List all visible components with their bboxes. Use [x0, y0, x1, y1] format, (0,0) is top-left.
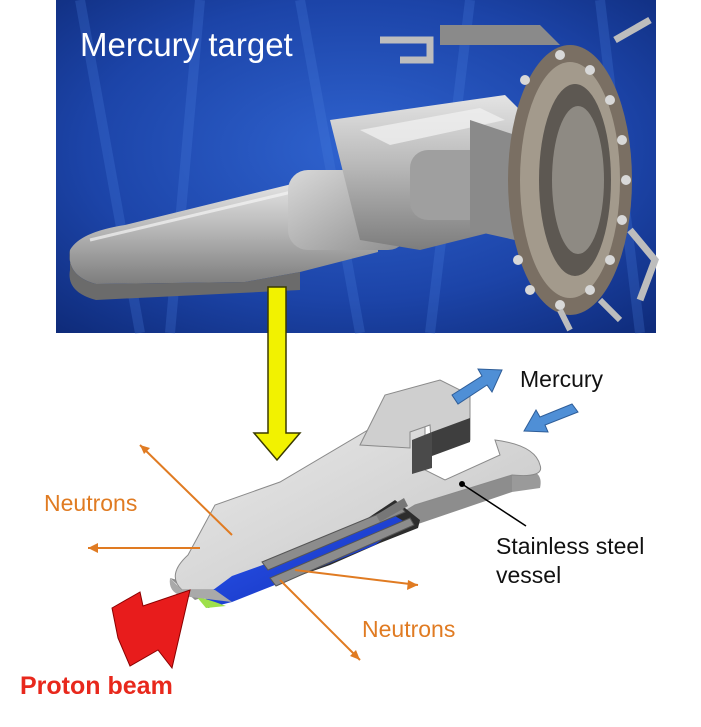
- vessel-leader-line: [461, 483, 527, 527]
- neutron-arrow-right: [294, 569, 419, 586]
- vessel-notch: [412, 432, 432, 474]
- mercury-region: [205, 510, 405, 608]
- photo-title: Mercury target: [80, 26, 293, 63]
- proton-beam-arrow-icon: [111, 589, 191, 670]
- target-cutaway-diagram: [169, 379, 542, 608]
- vessel-leader-dot: [459, 481, 465, 487]
- neutron-arrows: [88, 444, 419, 661]
- neutrons-label-left: Neutrons: [44, 490, 138, 516]
- vessel-label-line1: Stainless steel: [496, 533, 645, 559]
- mercury-inflow-arrow-icon: [523, 403, 579, 433]
- neutron-arrow-lower-right: [279, 579, 361, 661]
- mercury-outflow-arrow-icon: [451, 368, 503, 405]
- neutron-arrowheads: [88, 445, 418, 660]
- mercury-label: Mercury: [520, 366, 604, 392]
- mercury-target-photo: [56, 0, 659, 334]
- vessel-side-face: [170, 470, 512, 600]
- beam-window: [196, 596, 226, 608]
- neutrons-label-bottom: Neutrons: [362, 616, 456, 642]
- vessel-label-line2: vessel: [496, 561, 562, 588]
- target-body: [288, 95, 560, 250]
- down-arrow-icon: [252, 286, 302, 462]
- inner-baffles: [261, 498, 415, 587]
- proton-beam-label: Proton beam: [20, 672, 173, 700]
- stainless-steel-vessel-label: Stainless steel vessel: [496, 532, 644, 590]
- target-flange: [380, 16, 659, 332]
- vessel-top-face: [174, 394, 542, 591]
- neutron-arrow-upper-left: [139, 444, 233, 536]
